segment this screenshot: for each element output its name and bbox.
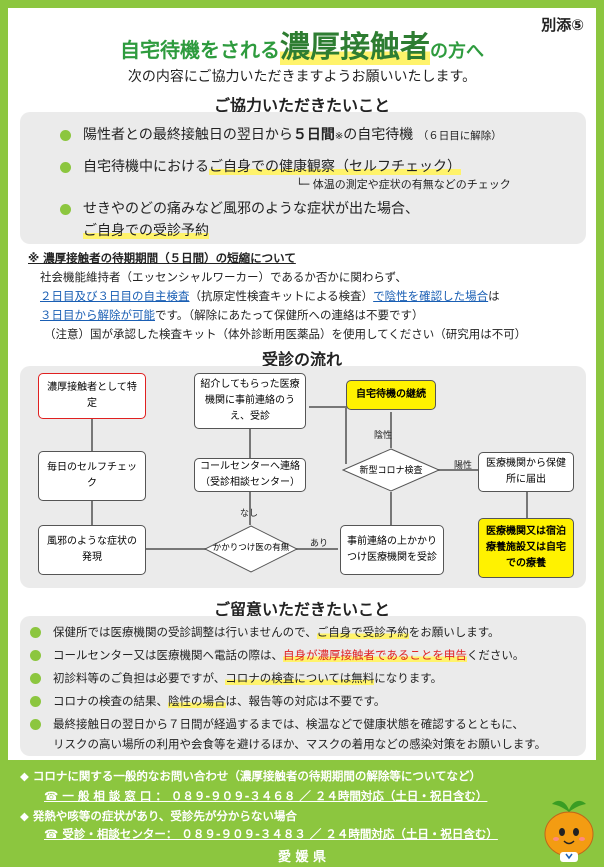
section1-item1: 陽性者との最終接触日の翌日から５日間※の自宅待機 （６日目に解除） <box>60 124 502 144</box>
flow-connector <box>438 469 478 471</box>
notice-heading: ※ 濃厚接触者の待期期間（５日間）の短縮について <box>28 251 296 265</box>
section2-item: 初診料等のご負担は必要ですが、コロナの検査については無料になります。 <box>30 670 442 686</box>
flow-label-yes: あり <box>310 539 329 549</box>
section1-item2-sub: └─ 体温の測定や症状の有無などのチェック <box>296 178 511 191</box>
flow-connector <box>345 406 347 464</box>
title-part3: の方へ <box>430 41 484 62</box>
bullet-dot <box>60 161 71 173</box>
flow-node-treatment: 医療機関又は宿泊療養施設又は自宅での療養 <box>478 518 574 578</box>
section2-item: コールセンター又は医療機関へ電話の際は、自身が濃厚接触者であることを申告ください… <box>30 647 524 663</box>
section1-item3: せきやのどの痛みなど風邪のような症状が出た場合、 <box>60 198 419 218</box>
flow-node-cold-symptoms: 風邪のような症状の発現 <box>38 525 146 575</box>
flow-decision-covid-test <box>342 448 440 492</box>
footer-prefecture: 愛 媛 県 <box>277 850 327 865</box>
flow-connector <box>390 412 392 448</box>
footer-q2: ◆ 発熱や咳等の症状があり、受診先が分からない場合 <box>20 809 297 823</box>
flow-node-call-center: コールセンターへ連絡（受診相談センター） <box>194 458 306 492</box>
notice-line3: ３日目から解除が可能です。（解除にあたって保健所への連絡は不要です） <box>40 308 424 322</box>
title-part1: 自宅待機をされる <box>120 38 280 62</box>
section2-item: コロナの検査の結果、陰性の場合は、報告等の対応は不要です。 <box>30 693 385 709</box>
flow-connector <box>526 492 528 518</box>
section2-box <box>20 616 586 756</box>
flow-node-report-hc: 医療機関から保健所に届出 <box>478 452 574 492</box>
flow-heading: 受診の流れ <box>8 346 596 371</box>
page-title: 自宅待機をされる濃厚接触者の方へ <box>8 22 596 66</box>
title-part2: 濃厚接触者 <box>280 30 430 65</box>
bullet-dot <box>60 129 71 141</box>
subtitle: 次の内容にご協力いただきますようお願いいたします。 <box>127 69 477 85</box>
flow-label-positive: 陽性 <box>454 461 473 471</box>
notice-line1: 社会機能維持者（エッセンシャルワーカー）であるか否かに関わらず、 <box>40 270 407 284</box>
section1-item2: 自宅待機中におけるご自身での健康観察（セルフチェック） <box>60 156 461 176</box>
section2-item5: 最終接触日の翌日から７日間が経過するまでは、検温などで健康状態を確認するとともに… <box>30 716 524 732</box>
flow-node-close-contact: 濃厚接触者として特定 <box>38 373 146 419</box>
flow-node-daily-check: 毎日のセルフチェック <box>38 451 146 501</box>
footer-tel1[interactable]: ☎ 一 般 相 談 窓 口 ： ０８９-９０９-３４６８ ／ ２４時間対応（土日… <box>44 789 488 803</box>
flow-decision-family-doctor-label: かかりつけ医の有無 <box>212 543 290 553</box>
flow-node-referred-clinic: 紹介してもらった医療機関に事前連絡のうえ、受診 <box>194 373 306 429</box>
document-paper: 別添⑤ 自宅待機をされる濃厚接触者の方へ 次の内容にご協力いただきますようお願い… <box>8 8 596 760</box>
flow-connector <box>309 406 345 408</box>
section1-heading: ご協力いただきたいこと <box>8 92 596 117</box>
notice-caution: （注意）国が承認した検査キット（体外診断用医薬品）を使用してください（研究用は不… <box>44 327 527 341</box>
flow-decision-covid-test-label: 新型コロナ検査 <box>359 466 423 476</box>
bullet-dot <box>60 203 71 215</box>
section1-item3-line2: ご自身での受診予約 <box>83 223 209 239</box>
flow-connector <box>390 492 392 526</box>
section1-box <box>20 112 586 244</box>
flow-connector <box>296 548 338 550</box>
section2-item5-line2: リスクの高い場所の利用や会食等を避けるほか、マスクの着用などの感染対策をお願いし… <box>53 737 547 751</box>
footer-tel2[interactable]: ☎ 受診・相談センター： ０８９-９０９-３４８３ ／ ２４時間対応（土日・祝日… <box>44 827 498 841</box>
mascot-icon <box>544 800 594 862</box>
flow-connector <box>91 501 93 525</box>
flow-connector <box>249 491 251 525</box>
flow-node-pre-contact: 事前連絡の上かかりつけ医療機関を受診 <box>340 525 444 575</box>
attachment-label: 別添⑤ <box>541 16 584 34</box>
flow-label-negative: 陰性 <box>374 431 393 441</box>
notice-line2: ２日目及び３日目の自主検査（抗原定性検査キットによる検査）で陰性を確認した場合は <box>40 289 500 303</box>
flow-connector <box>91 419 93 451</box>
flow-connector <box>249 428 251 458</box>
flow-label-none: なし <box>240 509 259 519</box>
flow-node-continue-wait: 自宅待機の継続 <box>346 380 436 410</box>
footer-q1: ◆ コロナに関する一般的なお問い合わせ（濃厚接触者の待期期間の解除等についてなど… <box>20 769 481 783</box>
section2-item: 保健所では医療機関の受診調整は行いませんので、ご自身で受診予約をお願いします。 <box>30 624 500 640</box>
flow-connector <box>146 548 206 550</box>
flow-decision-family-doctor <box>204 525 298 573</box>
section2-heading: ご留意いただきたいこと <box>8 596 596 621</box>
